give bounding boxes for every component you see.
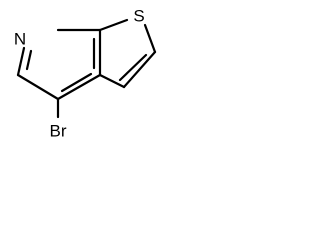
bond-c4-c4a [56,73,102,101]
bond-s-c2 [143,23,157,54]
bond-c7a-s [98,18,129,32]
double-bond-n-c3-inner [25,49,33,71]
nitrogen-label: N [14,29,26,48]
bond-c2-c3 [122,50,157,89]
double-bond-c2-c3-inner [118,53,148,82]
bond-c3-c3a [98,73,126,89]
double-bond-c4-c4a-inner [60,72,93,93]
bromine-label: Br [50,121,67,140]
sulfur-label: S [133,6,144,25]
bond-c3-c4 [16,73,60,101]
bond-n-c3 [16,46,26,77]
thienopyridine-structure: N S Br [14,6,157,140]
molecule-structure-canvas: N S Br [0,0,168,157]
